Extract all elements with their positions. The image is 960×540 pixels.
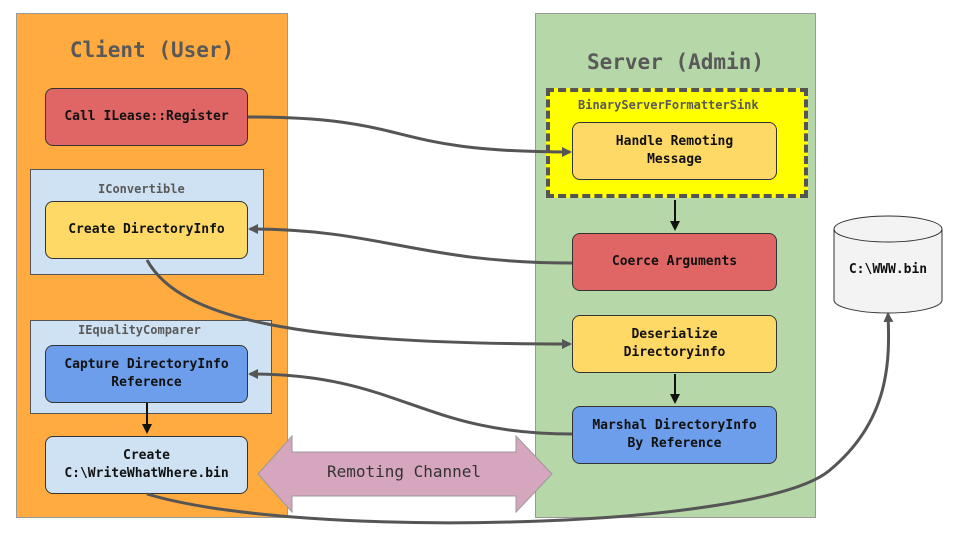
capture-reference-box: Capture DirectoryInfo Reference bbox=[45, 345, 248, 403]
handle-remoting-message-box: Handle Remoting Message bbox=[572, 122, 777, 180]
arrow-marshal-to-capture bbox=[248, 369, 573, 436]
deserialize-directoryinfo-box: Deserialize Directoryinfo bbox=[572, 315, 777, 373]
create-directoryinfo-box: Create DirectoryInfo bbox=[45, 201, 248, 259]
remoting-channel-arrow bbox=[257, 434, 553, 514]
remoting-channel-label: Remoting Channel bbox=[326, 462, 482, 481]
server-title: Server (Admin) bbox=[586, 50, 764, 74]
client-title: Client (User) bbox=[69, 38, 235, 62]
disk-cylinder bbox=[833, 215, 943, 314]
create-file-box: Create C:\WriteWhatWhere.bin bbox=[45, 436, 248, 494]
call-register-box: Call ILease::Register bbox=[45, 88, 248, 146]
iconvertible-label: IConvertible bbox=[98, 182, 185, 196]
arrow-coerce-to-create bbox=[248, 224, 573, 265]
sink-label: BinaryServerFormatterSink bbox=[578, 98, 759, 112]
arrow-createfile-to-disk bbox=[146, 312, 894, 525]
disk-label: C:\WWW.bin bbox=[848, 262, 928, 277]
arrow-register-to-handle bbox=[247, 115, 572, 157]
marshal-by-reference-box: Marshal DirectoryInfo By Reference bbox=[572, 406, 777, 464]
iequalitycomparer-label: IEqualityComparer bbox=[78, 323, 201, 337]
coerce-arguments-box: Coerce Arguments bbox=[572, 233, 777, 291]
arrow-create-to-deserialize bbox=[145, 259, 572, 349]
